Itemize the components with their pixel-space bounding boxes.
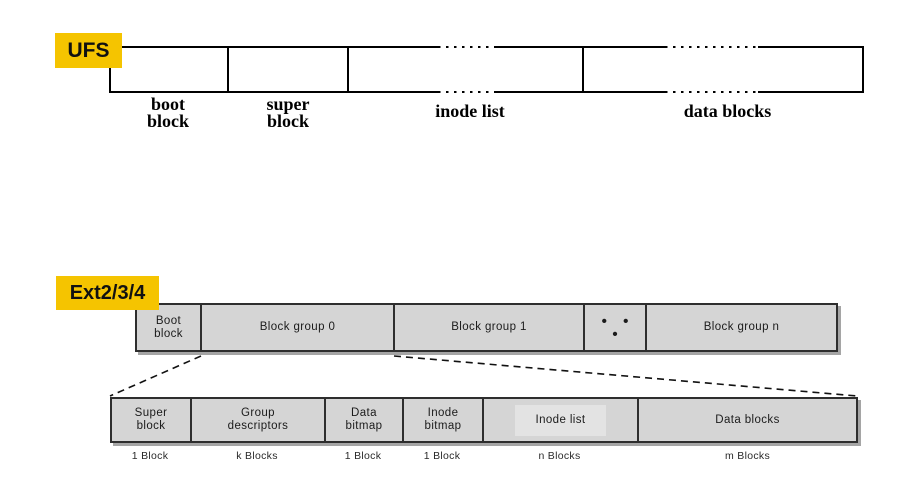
ufs-data-blocks-label: data blocks <box>683 101 772 121</box>
ext-cell-data-bitmap: Data bitmap <box>326 399 404 441</box>
ufs-super-block-label: super block <box>266 94 310 131</box>
size-label-inode-bitmap: 1 Block <box>423 450 461 462</box>
ext-cell-data-blocks: Data blocks <box>715 413 780 426</box>
size-label-data-blocks: m Blocks <box>725 450 770 462</box>
ext-section-tag: Ext2/3/4 <box>56 276 159 310</box>
ufs-section-tag: UFS <box>55 33 122 68</box>
inode-list-highlight: Inode list <box>515 404 606 436</box>
ext-cell-block-group-0: Block group 0 <box>202 305 395 350</box>
size-label-group-descriptors: k Blocks <box>236 450 278 462</box>
ufs-bar-drawing <box>109 46 864 93</box>
ext-cell-block-group-n: Block group n <box>703 321 780 333</box>
ufs-inode-list-label: inode list <box>435 101 505 121</box>
ext-cell-group-descriptors: Group descriptors <box>192 399 326 441</box>
size-label-data-bitmap: 1 Block <box>344 450 382 462</box>
ext-cell-block-group-1: Block group 1 <box>395 305 585 350</box>
ext-cell-inode-bitmap: Inode bitmap <box>404 399 484 441</box>
ext-cell-boot-block: Boot block <box>137 305 202 350</box>
ellipsis-dots: • • • <box>585 305 647 350</box>
ext-block-group-detail-bar: Super block Group descriptors Data bitma… <box>110 397 858 443</box>
ext-cell-inode-list: Inode list <box>484 399 639 441</box>
block-size-labels-row: 1 Block k Blocks 1 Block 1 Block n Block… <box>110 450 858 462</box>
ext-disk-bar: Boot block Block group 0 Block group 1 •… <box>135 303 838 352</box>
ufs-boot-block-label: boot block <box>146 94 189 131</box>
size-label-inode-list: n Blocks <box>538 450 581 462</box>
ext-cell-super-block: Super block <box>112 399 192 441</box>
size-label-super-block: 1 Block <box>131 450 169 462</box>
